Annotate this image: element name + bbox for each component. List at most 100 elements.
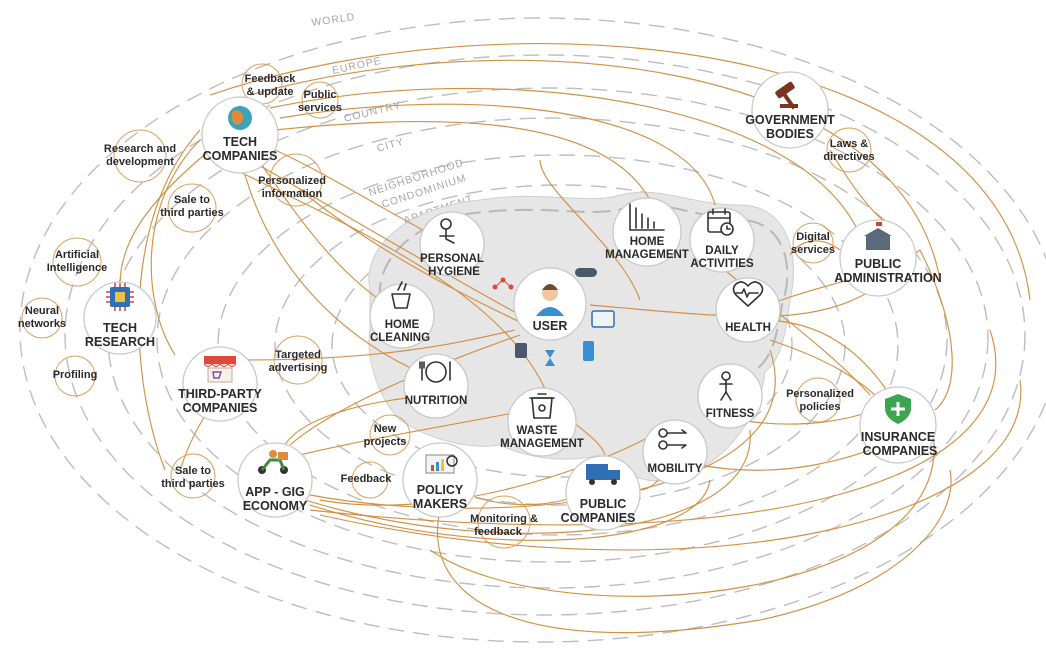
- label-personalized-policies-1: Personalized: [786, 388, 854, 400]
- chip-icon: [106, 283, 134, 311]
- speaker-icon: [575, 268, 597, 277]
- label-loops: [21, 63, 872, 549]
- label-sale-third-bottom-2: third parties: [161, 478, 225, 490]
- user-avatar-icon: [536, 284, 564, 316]
- label-laws-1: Laws &: [830, 138, 869, 150]
- tech-research-line1: TECH: [103, 321, 137, 335]
- health-label: HEALTH: [725, 322, 771, 334]
- fitness-icon: [719, 371, 733, 401]
- label-personalized-info-1: Personalized: [258, 175, 326, 187]
- policy-makers-line1: POLICY: [417, 483, 464, 497]
- label-digital-services-2: services: [791, 244, 835, 256]
- presentation-icon: [425, 454, 458, 474]
- label-research-development-1: Research and: [104, 143, 176, 155]
- label-sale-third-bottom-1: Sale to: [175, 465, 211, 477]
- smartwatch-icon: [515, 343, 527, 358]
- hygiene-icon: [439, 218, 455, 244]
- recycle-bin-icon: [529, 393, 555, 419]
- scooter-icon: [258, 450, 288, 474]
- heart-pulse-icon: [732, 281, 764, 307]
- tech-companies-line2: COMPANIES: [203, 149, 278, 163]
- app-gig-line2: ECONOMY: [243, 499, 308, 513]
- label-research-development-2: development: [106, 156, 174, 168]
- dashboard-icon: [591, 310, 615, 328]
- label-profiling: Profiling: [53, 369, 98, 381]
- globe-land: [232, 110, 244, 125]
- label-feedback: Feedback: [341, 473, 393, 485]
- fitness-label: FITNESS: [706, 408, 755, 420]
- activity-fitness: FITNESS: [697, 363, 763, 429]
- mobility-label: MOBILITY: [648, 463, 703, 475]
- insurance-line2: COMPANIES: [863, 444, 938, 458]
- public-companies-line2: COMPANIES: [561, 511, 636, 525]
- device-icons: [492, 268, 615, 366]
- home-cleaning-line1: HOME: [385, 319, 420, 331]
- town-hall-icon: [864, 222, 892, 250]
- home-management-line2: MANAGEMENT: [605, 249, 689, 261]
- third-party-line1: THIRD-PARTY: [178, 387, 262, 401]
- label-feedback-update-2: & update: [246, 86, 293, 98]
- truck-icon: [586, 464, 620, 485]
- waste-management-line2: MANAGEMENT: [500, 438, 584, 450]
- third-party-line2: COMPANIES: [183, 401, 258, 415]
- label-sale-third-top-1: Sale to: [174, 194, 210, 206]
- scope-city: CITY: [376, 136, 406, 155]
- svg-text:Monitoring &feedback: Monitoring &feedback: [470, 513, 538, 538]
- plate-cutlery-icon: [419, 361, 451, 383]
- daily-activities-line2: ACTIVITIES: [690, 258, 754, 270]
- waste-management-line1: WASTE: [517, 425, 558, 437]
- activity-mobility: MOBILITY: [642, 419, 708, 485]
- svg-text:Feedback& update: Feedback& update: [245, 73, 297, 98]
- label-sale-third-top-2: third parties: [160, 207, 224, 219]
- label-neural-1: Neural: [25, 305, 59, 317]
- label-monitoring-1: Monitoring &: [470, 513, 538, 525]
- nutrition-label: NUTRITION: [405, 395, 468, 407]
- label-feedback-update-1: Feedback: [245, 73, 297, 85]
- network-nodes-icon: [492, 277, 514, 290]
- calendar-clock-icon: [707, 208, 734, 236]
- label-targeted-ad-1: Targeted: [275, 349, 321, 361]
- user-label: USER: [533, 319, 568, 333]
- cleaning-bucket-icon: [391, 281, 411, 309]
- activity-user: USER: [513, 267, 587, 341]
- personal-hygiene-line2: HYGIENE: [428, 266, 480, 278]
- bar-chart-icon: [629, 203, 665, 231]
- scope-country: COUNTRY: [343, 99, 403, 125]
- label-digital-services-1: Digital: [796, 231, 830, 243]
- gavel-icon: [775, 81, 798, 110]
- government-bodies-line1: GOVERNMENT: [745, 113, 835, 127]
- app-gig-line1: APP - GIG: [245, 485, 305, 499]
- label-targeted-ad-2: advertising: [269, 362, 328, 374]
- label-new-projects-2: projects: [364, 436, 407, 448]
- label-public-services-1: Public: [303, 89, 336, 101]
- label-laws-2: directives: [823, 151, 874, 163]
